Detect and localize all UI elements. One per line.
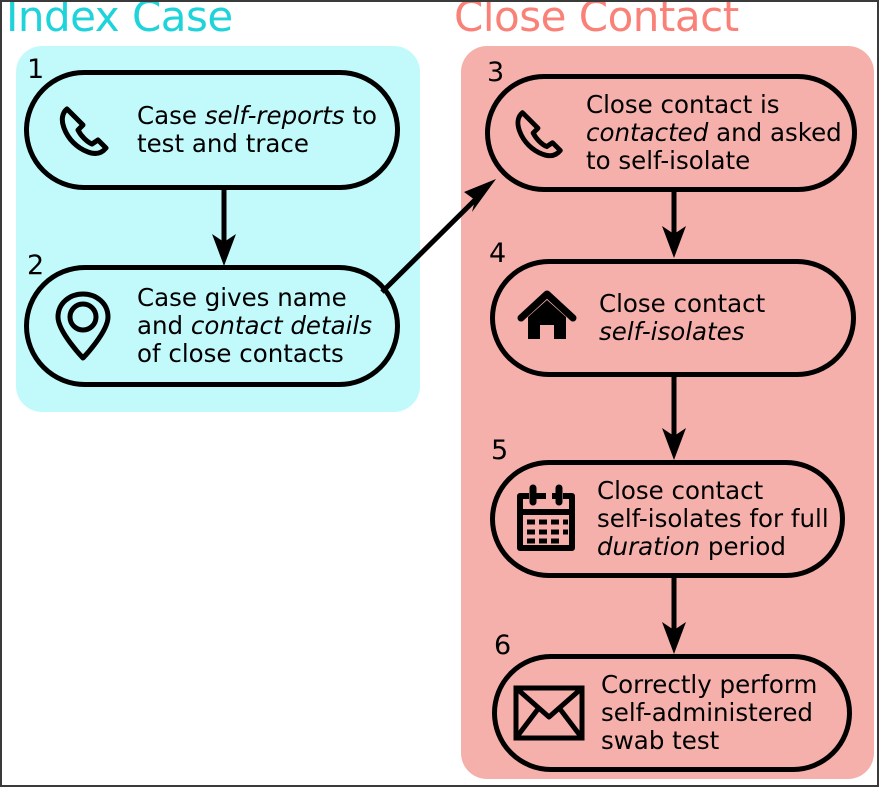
step-text-2: Case gives name and contact details of c… [137, 283, 372, 369]
step-text-3: Close contact is contacted and asked to … [586, 90, 842, 175]
step-number-4: 4 [489, 238, 507, 269]
calendar-icon [495, 484, 597, 554]
step-text-6: Correctly perform self-administered swab… [601, 670, 818, 755]
phone-icon [29, 98, 137, 162]
step-box-5[interactable]: Close contact self-isolates for full dur… [490, 460, 845, 578]
step-text-4: Close contact self-isolates [599, 289, 766, 346]
step-text-5: Close contact self-isolates for full dur… [597, 476, 829, 561]
column-title-close-contact: Close Contact [454, 0, 739, 41]
phone-icon [490, 102, 586, 164]
step-number-3: 3 [487, 57, 505, 88]
step-text-1: Case self-reports to test and trace [137, 101, 377, 158]
home-icon [495, 290, 599, 345]
envelope-icon [497, 684, 601, 742]
step-box-3[interactable]: Close contact is contacted and asked to … [485, 74, 857, 192]
step-number-1: 1 [27, 54, 45, 85]
step-number-5: 5 [491, 435, 509, 466]
column-title-index-case: Index Case [6, 0, 233, 41]
step-box-6[interactable]: Correctly perform self-administered swab… [492, 654, 852, 772]
map-pin-icon [29, 290, 137, 362]
step-box-2[interactable]: Case gives name and contact details of c… [24, 265, 400, 387]
step-box-4[interactable]: Close contact self-isolates [490, 259, 856, 377]
step-box-1[interactable]: Case self-reports to test and trace [24, 70, 400, 190]
step-number-2: 2 [27, 250, 45, 281]
step-number-6: 6 [494, 630, 512, 661]
